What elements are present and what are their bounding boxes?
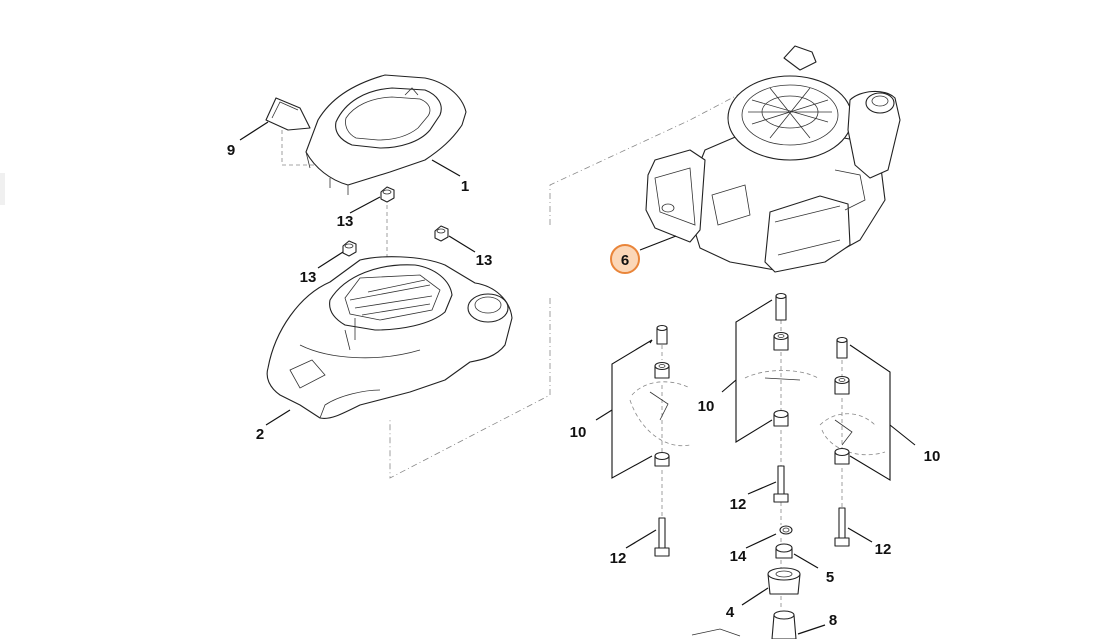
callout-6-highlight <box>610 244 640 274</box>
callout-9[interactable]: 9 <box>227 142 235 159</box>
part-2-housing[interactable] <box>266 256 513 419</box>
callout-12-center[interactable]: 12 <box>730 496 747 513</box>
callout-13-right[interactable]: 13 <box>476 252 493 269</box>
scroll-edge-tab <box>0 173 5 205</box>
part-13-nut-left[interactable] <box>342 240 357 257</box>
callout-10-left[interactable]: 10 <box>570 424 587 441</box>
callout-13-top[interactable]: 13 <box>337 213 354 230</box>
center-mounting-group[interactable] <box>691 292 819 639</box>
part-1-top-cover[interactable] <box>305 74 467 195</box>
callout-2[interactable]: 2 <box>256 426 264 443</box>
callout-12-right[interactable]: 12 <box>875 541 892 558</box>
callout-6[interactable]: 6 <box>621 252 629 269</box>
leader-lines <box>239 121 873 635</box>
brackets <box>595 299 916 481</box>
callout-1[interactable]: 1 <box>461 178 469 195</box>
callout-5[interactable]: 5 <box>826 569 834 586</box>
callout-10-center[interactable]: 10 <box>698 398 715 415</box>
part-9-window[interactable] <box>265 97 311 131</box>
assembly-guide-lines <box>281 77 843 610</box>
left-mounting-group[interactable] <box>629 324 691 557</box>
callout-4[interactable]: 4 <box>726 604 735 621</box>
part-13-nut-right[interactable] <box>434 225 449 242</box>
part-13-nut-top[interactable] <box>380 186 395 203</box>
right-mounting-group[interactable] <box>819 336 886 547</box>
callout-14[interactable]: 14 <box>730 548 747 565</box>
callout-labels[interactable]: 9 1 13 13 13 2 6 10 10 10 12 12 12 14 5 … <box>227 142 941 629</box>
callout-10-right[interactable]: 10 <box>924 448 941 465</box>
callout-8[interactable]: 8 <box>829 612 837 629</box>
part-6-engine[interactable] <box>645 45 901 273</box>
callout-12-left[interactable]: 12 <box>610 550 627 567</box>
callout-13-left[interactable]: 13 <box>300 269 317 286</box>
